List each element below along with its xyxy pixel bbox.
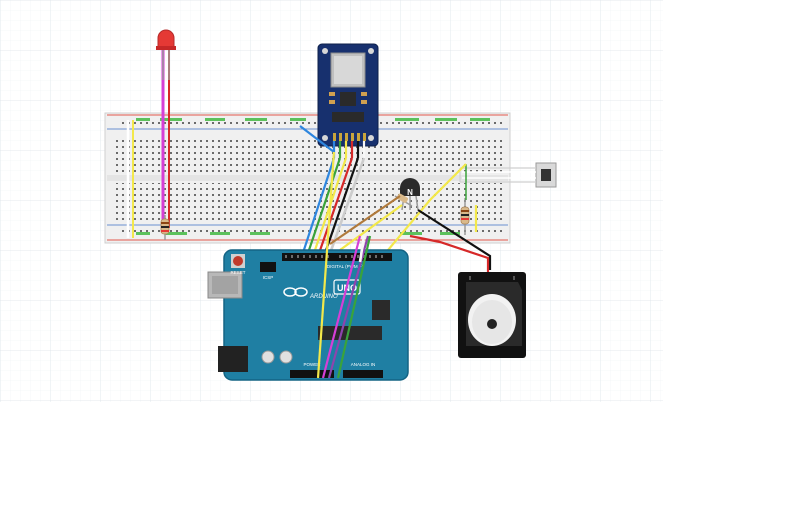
speaker <box>458 272 526 358</box>
resistor-right <box>460 198 470 235</box>
breadboard <box>104 112 511 244</box>
push-button <box>459 162 557 188</box>
icsp-label: ICSP <box>263 275 274 280</box>
sd-card-module <box>317 43 379 147</box>
arduino-wires <box>316 151 372 379</box>
transistor-label: N <box>407 188 413 197</box>
led <box>156 29 176 228</box>
arduino-logo-icon <box>283 287 308 297</box>
transistor: N <box>400 178 420 211</box>
resistor-left <box>160 215 170 240</box>
reset-label: RESET <box>230 270 245 275</box>
arduino-uno: RESET ICSP DIGITAL (PWM ~) ARDUINO UNO <box>207 249 409 381</box>
reset-button <box>233 256 243 266</box>
digital-label: DIGITAL (PWM ~) <box>327 264 364 269</box>
analog-label: ANALOG IN <box>351 362 376 367</box>
breadboard-wires <box>329 163 492 272</box>
power-label: POWER <box>303 362 321 367</box>
